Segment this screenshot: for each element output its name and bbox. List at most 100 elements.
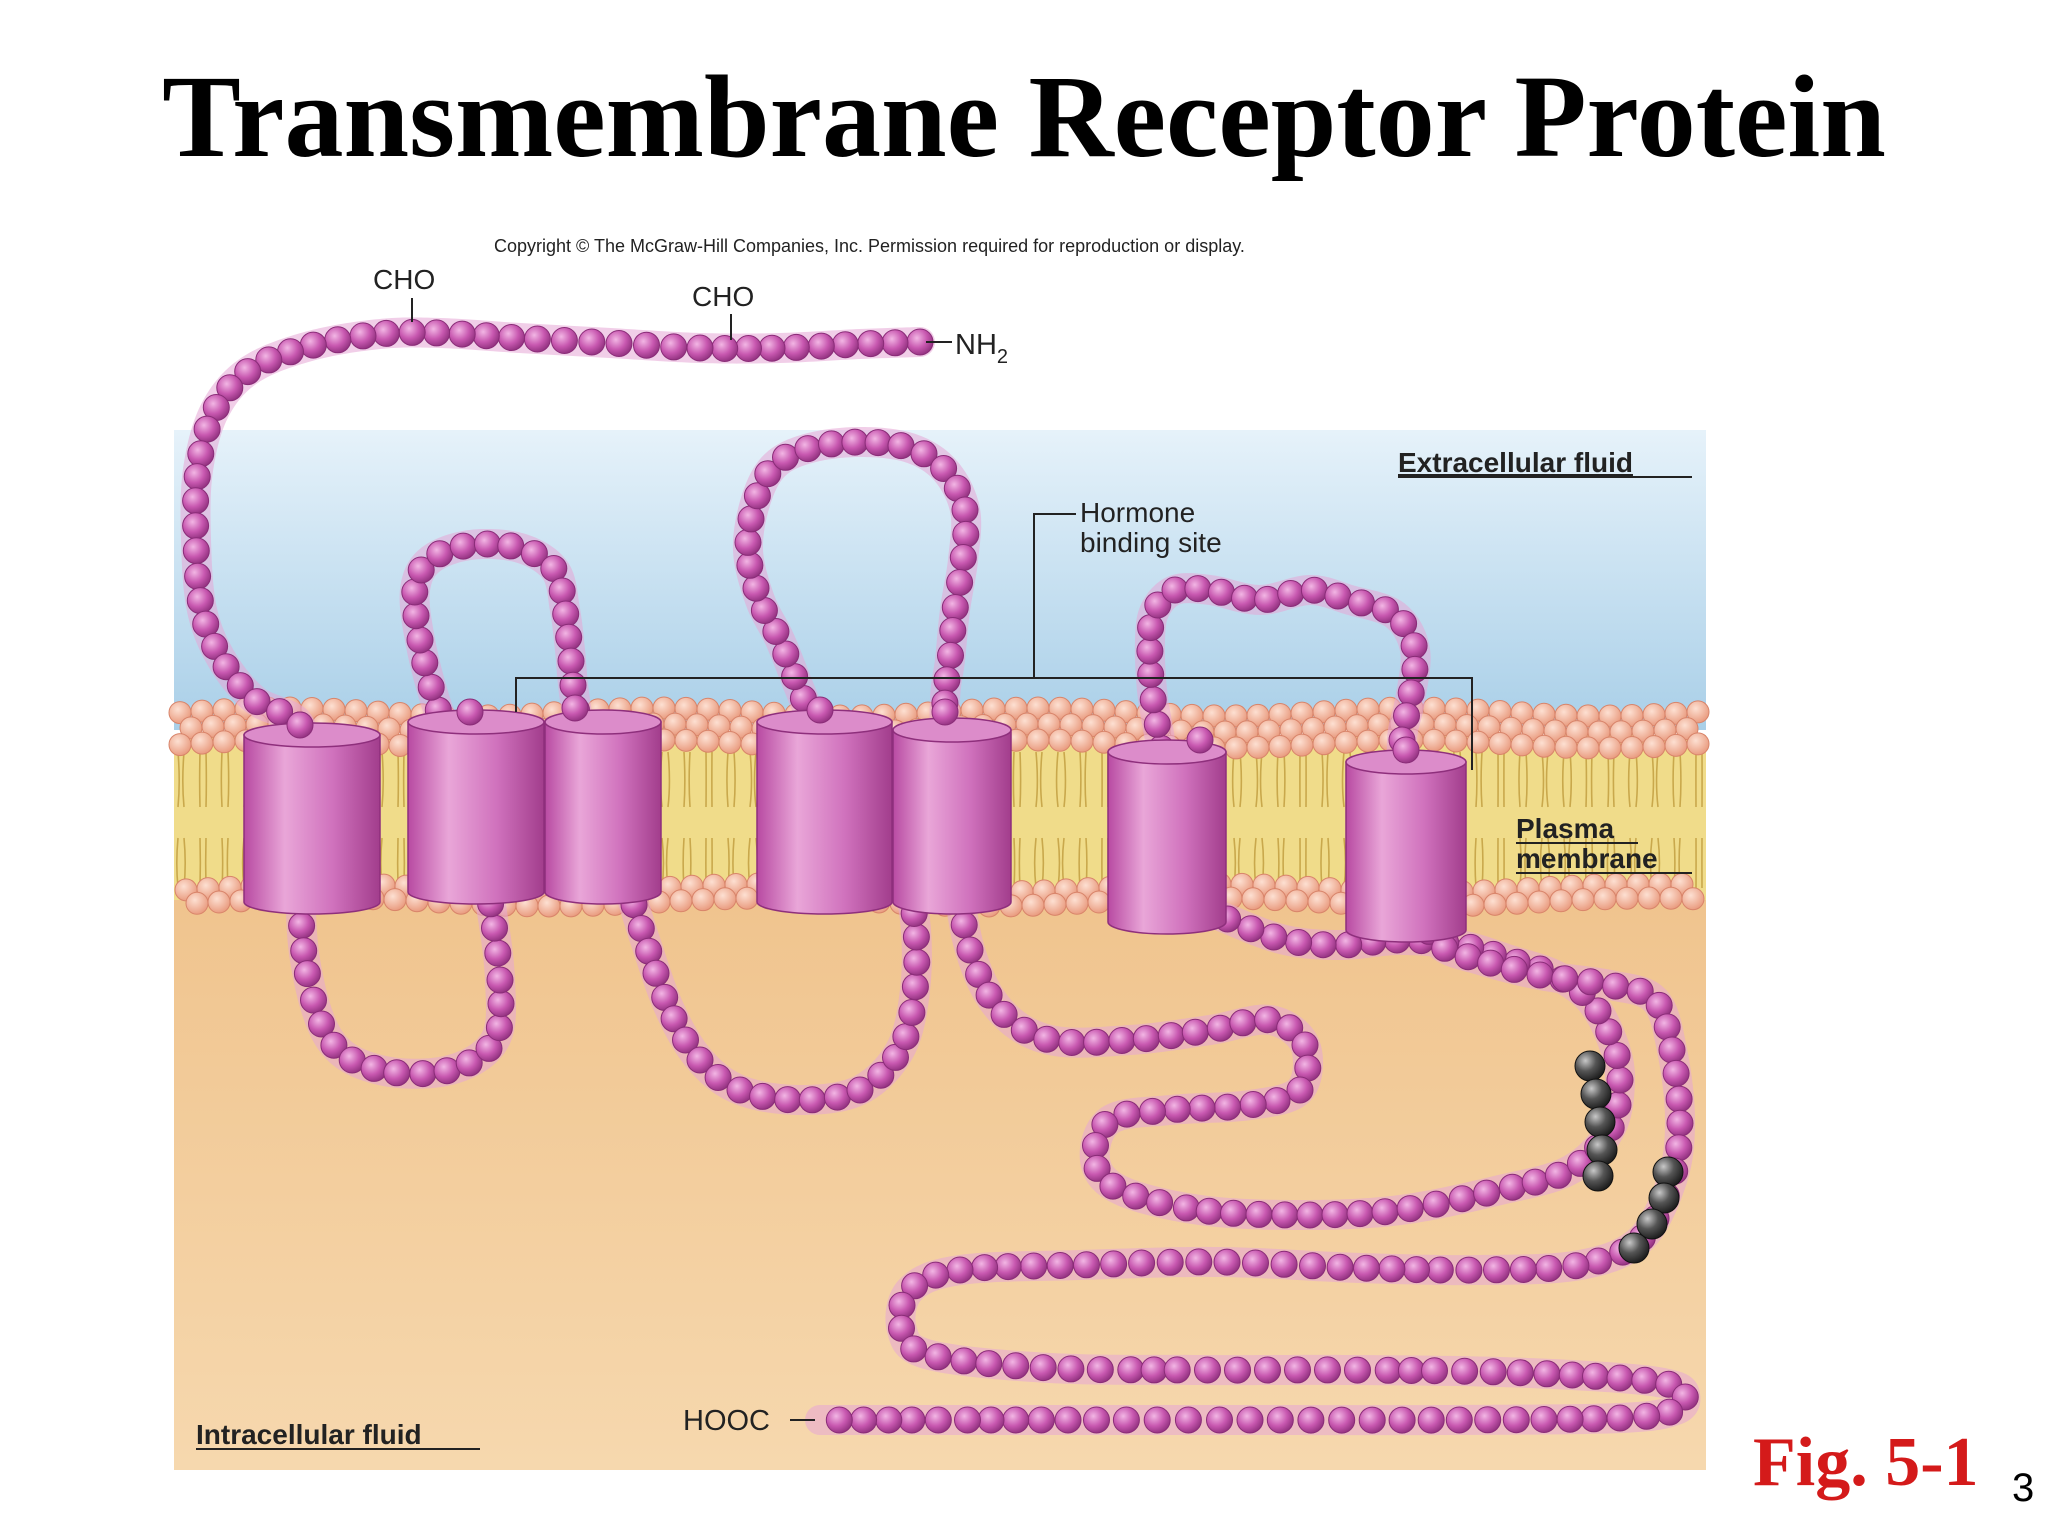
amino-acid-residue <box>550 327 578 354</box>
amino-acid-residue <box>293 960 321 988</box>
amino-acid-residue <box>734 528 762 556</box>
amino-acid-residue <box>1417 1406 1445 1434</box>
amino-acid-residue <box>1662 1059 1690 1087</box>
amino-acid-residue <box>409 1060 437 1088</box>
phosphorylated-residue <box>1582 1160 1614 1192</box>
lipid-head <box>1070 729 1094 753</box>
amino-acid-residue <box>1245 1200 1273 1228</box>
lipid-head <box>1681 887 1705 911</box>
amino-acid-residue <box>902 923 930 951</box>
amino-acid-residue <box>672 1026 699 1054</box>
amino-acid-residue <box>1002 1352 1030 1380</box>
amino-acid-residue <box>807 332 835 360</box>
lipid-head <box>207 890 231 914</box>
amino-acid-residue <box>1309 931 1337 959</box>
amino-acid-residue <box>1535 1255 1563 1282</box>
page-number: 3 <box>2012 1466 2035 1510</box>
amino-acid-residue <box>1328 1406 1356 1434</box>
amino-acid-residue <box>481 914 508 942</box>
amino-acid-residue <box>1285 929 1313 956</box>
plasma-label-line1: Plasma <box>1516 813 1614 844</box>
lipid-head <box>1444 729 1468 753</box>
amino-acid-residue <box>898 999 926 1026</box>
amino-acid-residue <box>1502 1406 1530 1434</box>
amino-acid-residue <box>1321 1201 1349 1229</box>
amino-acid-residue <box>1112 1406 1140 1434</box>
amino-acid-residue <box>186 587 214 615</box>
amino-acid-residue <box>1582 1362 1609 1390</box>
amino-acid-residue <box>1086 1356 1114 1384</box>
amino-acid-residue <box>956 936 984 964</box>
plasma-label-line2: membrane <box>1516 843 1658 874</box>
amino-acid-residue <box>288 912 316 940</box>
helix-top <box>544 709 662 735</box>
lipid-head <box>1488 731 1512 755</box>
amino-acid-residue <box>1526 961 1554 989</box>
amino-acid-residue <box>1073 1251 1100 1279</box>
amino-acid-residue <box>1122 1182 1150 1210</box>
amino-acid-residue <box>1666 1109 1694 1137</box>
amino-acid-residue <box>383 1059 411 1087</box>
lipid-head <box>669 889 693 913</box>
amino-acid-residue <box>749 1082 777 1110</box>
amino-acid-residue <box>406 626 434 654</box>
amino-acid-residue <box>924 1406 952 1434</box>
amino-acid-residue <box>900 1335 928 1363</box>
amino-acid-residue <box>497 532 525 560</box>
amino-acid-residue <box>555 623 583 651</box>
lipid-head <box>1285 889 1309 913</box>
phosphorylated-residue <box>1618 1232 1650 1264</box>
amino-acid-residue <box>349 322 377 350</box>
amino-acid-residue <box>1291 1031 1319 1059</box>
lipid-head <box>674 728 698 752</box>
amino-acid-residue <box>892 1023 920 1051</box>
lipid-head <box>212 730 236 754</box>
amino-acid-residue <box>1140 1356 1168 1384</box>
amino-acid-residue <box>243 688 271 716</box>
helix-body <box>407 721 545 905</box>
amino-acid-residue <box>686 1046 714 1074</box>
amino-acid-residue <box>627 915 655 942</box>
amino-acid-residue <box>1054 1406 1082 1434</box>
amino-acid-residue <box>1584 997 1612 1025</box>
amino-acid-residue <box>1058 1029 1086 1056</box>
amino-acid-residue <box>448 320 476 348</box>
amino-acid-residue <box>1206 1014 1234 1042</box>
amino-acid-residue <box>182 487 210 515</box>
amino-acid-residue <box>1277 580 1305 607</box>
amino-acid-residue <box>1551 965 1579 993</box>
amino-acid-residue <box>1284 1356 1311 1384</box>
amino-acid-residue <box>1521 1168 1549 1196</box>
amino-acid-residue <box>300 986 327 1014</box>
amino-acid-residue <box>1231 584 1258 612</box>
lipid-head <box>1598 736 1622 760</box>
amino-acid-residue <box>1194 1356 1221 1384</box>
amino-acid-residue <box>758 334 786 362</box>
helix-body <box>1345 761 1467 943</box>
amino-acid-residue <box>951 496 979 524</box>
cho-label-2: CHO <box>692 281 754 312</box>
phosphorylation-sites <box>1574 1050 1684 1264</box>
amino-acid-residue <box>1606 1066 1634 1094</box>
amino-acid-residue <box>455 1049 483 1077</box>
lipid-head <box>713 887 737 911</box>
phosphorylated-residue <box>1584 1106 1616 1138</box>
amino-acid-residue <box>320 1031 348 1059</box>
amino-acid-residue <box>473 530 501 558</box>
amino-acid-residue <box>324 326 352 354</box>
amino-acid-residue <box>1083 1406 1110 1434</box>
amino-acid-residue <box>1237 915 1265 943</box>
lipid-head <box>1659 886 1683 910</box>
amino-acid-residue <box>1585 1247 1612 1275</box>
transmembrane-helix-4 <box>756 709 893 915</box>
helix-body <box>756 721 893 915</box>
amino-acid-residue <box>743 482 771 510</box>
amino-acid-residue <box>1371 1198 1399 1226</box>
amino-acid-residue <box>1603 1042 1631 1069</box>
lipid-head <box>1043 892 1067 916</box>
amino-acid-residue <box>1392 736 1420 764</box>
lipid-head <box>1466 730 1490 754</box>
amino-acid-residue <box>1390 610 1418 638</box>
amino-acid-residue <box>930 455 958 482</box>
amino-acid-residue <box>737 505 765 533</box>
